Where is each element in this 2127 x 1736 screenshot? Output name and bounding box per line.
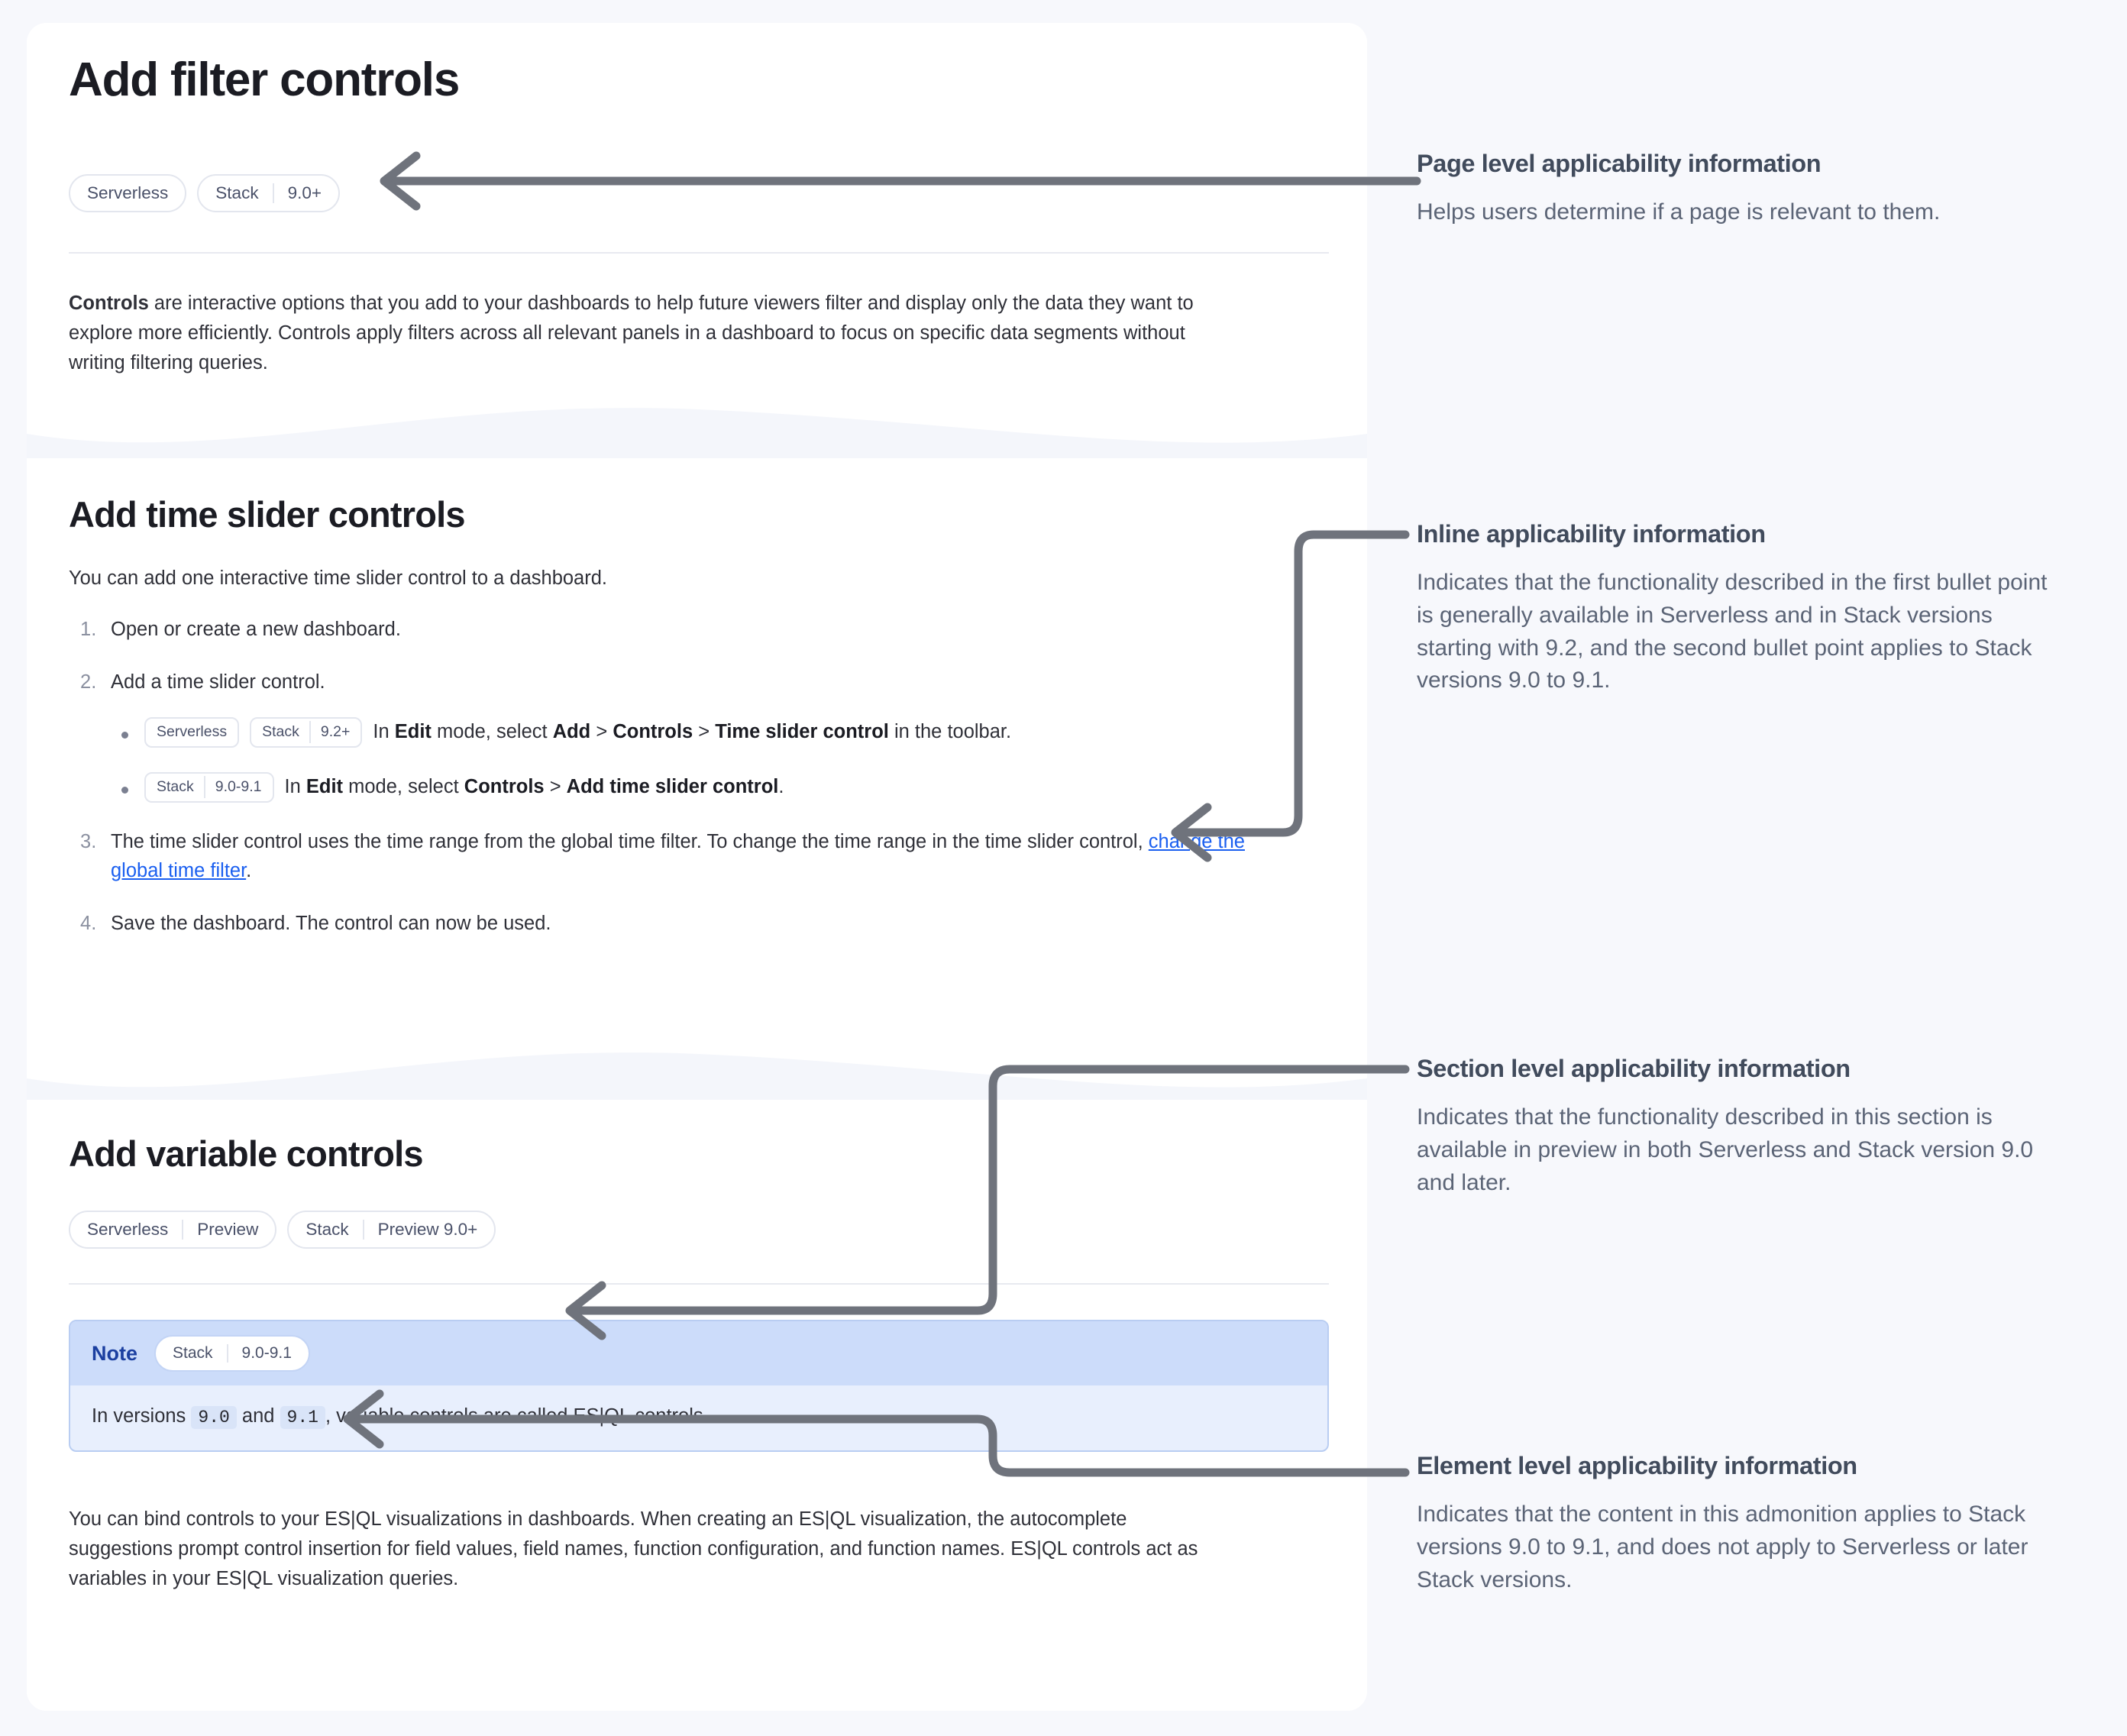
step-2-bullets: Serverless Stack 9.2+ In Edit mode, sele… xyxy=(111,716,1296,803)
time-slider-intro: You can add one interactive time slider … xyxy=(69,567,607,589)
wave-separator-1 xyxy=(27,390,1367,458)
note-body: In versions 9.0 and 9.1, variable contro… xyxy=(70,1385,1327,1450)
inline-badge-stack-90-91[interactable]: Stack 9.0-9.1 xyxy=(144,771,274,803)
text-fragment: . xyxy=(778,776,784,798)
text-fragment-bold: Edit xyxy=(394,721,432,743)
page-intro-lead: Controls xyxy=(69,293,149,314)
page-title: Add filter controls xyxy=(69,53,460,106)
annotation-heading: Page level applicability information xyxy=(1417,150,1822,177)
badge-segment-label: Stack xyxy=(305,1220,349,1239)
step-text: Open or create a new dashboard. xyxy=(111,619,401,640)
code-chip-9-1: 9.1 xyxy=(280,1406,325,1429)
text-fragment-bold: Add xyxy=(552,721,591,743)
code-chip-9-0: 9.0 xyxy=(191,1406,237,1429)
badge-stack-9-0-plus[interactable]: Stack 9.0+ xyxy=(197,174,340,212)
documentation-panel: Add filter controls Serverless Stack 9.0… xyxy=(27,23,1367,1711)
inline-badge-stack-92[interactable]: Stack 9.2+ xyxy=(250,716,363,748)
text-fragment-bold: Add time slider control xyxy=(566,776,779,798)
annotation-body: Helps users determine if a page is relev… xyxy=(1417,199,1941,225)
badge-segment-version: 9.0+ xyxy=(272,183,322,203)
badge-segment-lifecycle-version: Preview 9.0+ xyxy=(362,1220,477,1240)
variable-section-divider xyxy=(69,1283,1329,1285)
header-divider xyxy=(69,252,1329,254)
text-fragment: In xyxy=(373,721,395,743)
wave-separator-2 xyxy=(27,1031,1367,1100)
bullet-text: In Edit mode, select Controls > Add time… xyxy=(285,773,784,801)
step-text: The time slider control uses the time ra… xyxy=(111,830,1149,852)
time-slider-section-panel: Add time slider controls You can add one… xyxy=(27,458,1367,1062)
badge-segment-version: 9.0-9.1 xyxy=(203,775,262,799)
badge-segment-lifecycle: Preview xyxy=(182,1220,258,1240)
variable-section-paragraph: You can bind controls to your ES|QL visu… xyxy=(69,1508,1198,1589)
text-fragment: mode, select xyxy=(343,776,464,798)
badge-segment-label: Serverless xyxy=(87,183,169,202)
text-fragment: In xyxy=(284,776,306,798)
text-fragment: mode, select xyxy=(431,721,553,743)
bullet-serverless-stack-92: Serverless Stack 9.2+ In Edit mode, sele… xyxy=(111,716,1296,748)
variable-section-panel: Add variable controls Serverless Preview… xyxy=(27,1100,1367,1711)
step-3: The time slider control uses the time ra… xyxy=(74,827,1266,887)
badge-segment-label: Stack xyxy=(173,1344,213,1362)
note-badge-stack-90-91[interactable]: Stack 9.0-9.1 xyxy=(154,1335,310,1372)
text-fragment: > xyxy=(544,776,567,798)
text-fragment-bold: Time slider control xyxy=(715,721,889,743)
annotation-body: Indicates that the functionality describ… xyxy=(1417,570,2048,693)
badge-segment-label: Stack xyxy=(262,723,299,740)
page-intro-paragraph: Controls are interactive options that yo… xyxy=(69,289,1245,377)
text-fragment: In versions xyxy=(92,1405,192,1427)
page-applicability-badges: Serverless Stack 9.0+ xyxy=(69,174,340,212)
text-fragment-bold: Controls xyxy=(613,721,693,743)
annotation-heading: Inline applicability information xyxy=(1417,520,1766,548)
step-text-tail: . xyxy=(246,860,252,882)
badge-stack-preview-9-0-plus[interactable]: Stack Preview 9.0+ xyxy=(287,1211,496,1249)
text-fragment: and xyxy=(236,1405,280,1427)
annotation-body: Indicates that the functionality describ… xyxy=(1417,1104,2034,1195)
annotation-heading: Section level applicability information xyxy=(1417,1055,1851,1082)
variable-heading: Add variable controls xyxy=(69,1133,424,1174)
step-text: Add a time slider control. xyxy=(111,671,325,693)
badge-segment-label: Stack xyxy=(157,777,194,795)
text-fragment: , variable controls are called ES|QL con… xyxy=(325,1405,709,1427)
badge-serverless[interactable]: Serverless xyxy=(69,174,187,212)
variable-applicability-badges: Serverless Preview Stack Preview 9.0+ xyxy=(69,1211,496,1249)
badge-segment-label: Stack xyxy=(215,183,259,202)
annotation-section-level: Section level applicability information … xyxy=(1417,1054,2081,1199)
bullet-text: In Edit mode, select Add > Controls > Ti… xyxy=(373,718,1011,746)
text-fragment-bold: Controls xyxy=(464,776,545,798)
time-slider-heading: Add time slider controls xyxy=(69,494,466,535)
step-1: Open or create a new dashboard. xyxy=(74,615,1296,645)
annotation-element-level: Element level applicability information … xyxy=(1417,1451,2081,1596)
time-slider-steps: Open or create a new dashboard. Add a ti… xyxy=(74,615,1296,962)
step-text: Save the dashboard. The control can now … xyxy=(111,913,551,934)
text-fragment: in the toolbar. xyxy=(888,721,1012,743)
bullet-stack-90-91: Stack 9.0-9.1 In Edit mode, select Contr… xyxy=(111,771,1296,803)
badge-segment-version: 9.2+ xyxy=(309,720,350,744)
step-4: Save the dashboard. The control can now … xyxy=(74,909,1296,939)
badge-segment-label: Serverless xyxy=(87,1220,169,1239)
note-admonition: Note Stack 9.0-9.1 In versions 9.0 and 9… xyxy=(69,1320,1329,1452)
annotation-body: Indicates that the content in this admon… xyxy=(1417,1502,2028,1592)
page-header-panel: Add filter controls Serverless Stack 9.0… xyxy=(27,23,1367,390)
note-label: Note xyxy=(92,1341,137,1365)
badge-serverless-preview[interactable]: Serverless Preview xyxy=(69,1211,277,1249)
badge-segment-label: Serverless xyxy=(157,723,228,740)
text-fragment: > xyxy=(590,721,613,743)
badge-segment-version: 9.0-9.1 xyxy=(226,1344,292,1363)
text-fragment-bold: Edit xyxy=(305,776,344,798)
text-fragment: > xyxy=(693,721,716,743)
inline-badge-serverless[interactable]: Serverless xyxy=(144,716,240,748)
annotation-inline: Inline applicability information Indicat… xyxy=(1417,519,2081,697)
annotation-page-level: Page level applicability information Hel… xyxy=(1417,149,2081,229)
annotation-heading: Element level applicability information xyxy=(1417,1452,1857,1479)
note-header: Note Stack 9.0-9.1 xyxy=(70,1321,1327,1385)
step-2: Add a time slider control. Serverless St… xyxy=(74,668,1296,803)
page-intro-rest: are interactive options that you add to … xyxy=(69,293,1194,373)
